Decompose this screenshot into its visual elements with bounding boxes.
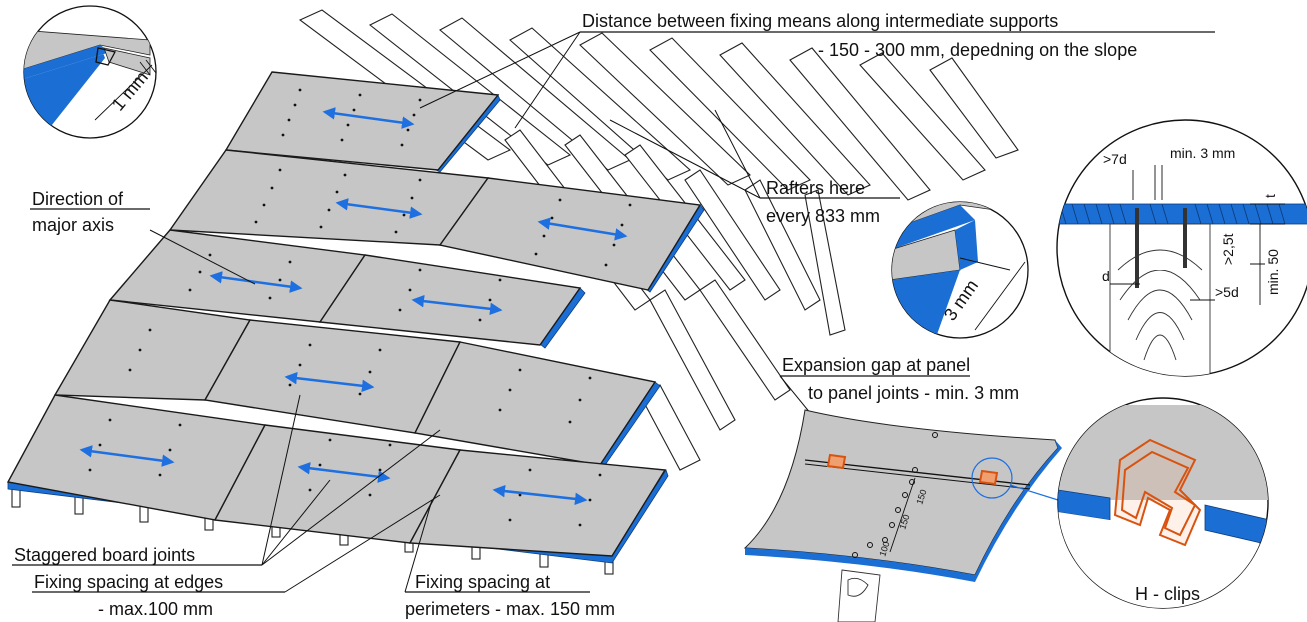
label-direction-1: Direction of — [32, 189, 124, 209]
detail-nail-spacing: >7d min. 3 mm t >2,5t min. 50 d >5d — [1056, 119, 1307, 377]
detail-h-clip: H - clips — [1057, 397, 1269, 609]
label-perimeters-1: Fixing spacing at — [415, 572, 550, 592]
detail-gap-1mm: 1 mm — [23, 5, 157, 139]
label-distance-fixing-2: - 150 - 300 mm, depedning on the slope — [818, 40, 1137, 60]
label-hclips: H - clips — [1135, 584, 1200, 604]
nail-5d-label: >5d — [1215, 284, 1239, 300]
panel-r4b — [203, 319, 462, 434]
label-edges-1: Fixing spacing at edges — [34, 572, 223, 592]
spacing-100: 100 — [877, 540, 891, 557]
text-labels: Distance between fixing means along inte… — [14, 11, 1137, 619]
label-rafters-1: Rafters here — [766, 178, 865, 198]
spacing-150b: 150 — [897, 513, 911, 530]
nail-d-label: d — [1102, 268, 1110, 284]
nail-min50-label: min. 50 — [1265, 249, 1281, 295]
detail-gap-3mm: 3 mm — [891, 201, 1029, 339]
nail-t-label: t — [1262, 194, 1278, 198]
roof-panels — [6, 71, 705, 564]
nail-7d-label: >7d — [1103, 151, 1127, 167]
label-expansion-1: Expansion gap at panel — [782, 355, 970, 375]
panel-r4c — [413, 341, 657, 466]
label-distance-fixing-1: Distance between fixing means along inte… — [582, 11, 1058, 31]
label-staggered: Staggered board joints — [14, 545, 195, 565]
spacing-150a: 150 — [914, 488, 928, 505]
label-expansion-2: to panel joints - min. 3 mm — [808, 383, 1019, 403]
nail-min3-label: min. 3 mm — [1170, 145, 1235, 161]
label-perimeters-2: perimeters - max. 150 mm — [405, 599, 615, 619]
label-direction-2: major axis — [32, 215, 114, 235]
label-rafters-2: every 833 mm — [766, 206, 880, 226]
detail-panel-joint: 150 150 100 — [743, 409, 1062, 622]
label-edges-2: - max.100 mm — [98, 599, 213, 619]
major-axis-arrows — [79, 107, 628, 506]
leader-lines — [12, 31, 1215, 593]
nail-25t-label: >2,5t — [1220, 233, 1236, 265]
